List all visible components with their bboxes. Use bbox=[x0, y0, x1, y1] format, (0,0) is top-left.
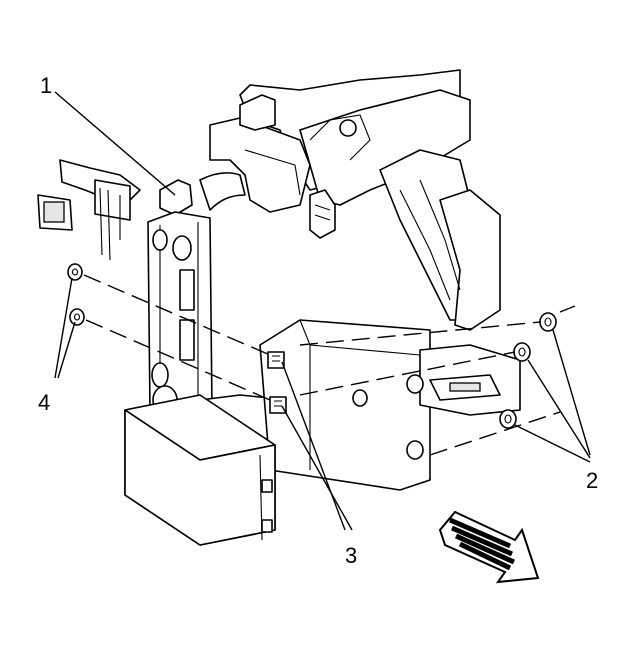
callout-4: 4 bbox=[38, 390, 50, 415]
vehicle-frame-structure bbox=[199, 69, 501, 331]
rear-mounting-bracket bbox=[352, 344, 521, 460]
fastener-nuts-2 bbox=[499, 312, 557, 429]
callout-2: 2 bbox=[586, 468, 598, 493]
retaining-clips-3 bbox=[267, 351, 287, 414]
leader-lines bbox=[54, 91, 591, 531]
alignment-lines bbox=[83, 274, 576, 456]
front-direction-arrow-icon bbox=[438, 510, 540, 584]
callout-1: 1 bbox=[40, 73, 52, 98]
fastener-nuts-4 bbox=[67, 263, 85, 326]
callout-3: 3 bbox=[345, 543, 357, 568]
electronic-control-module bbox=[124, 394, 276, 546]
